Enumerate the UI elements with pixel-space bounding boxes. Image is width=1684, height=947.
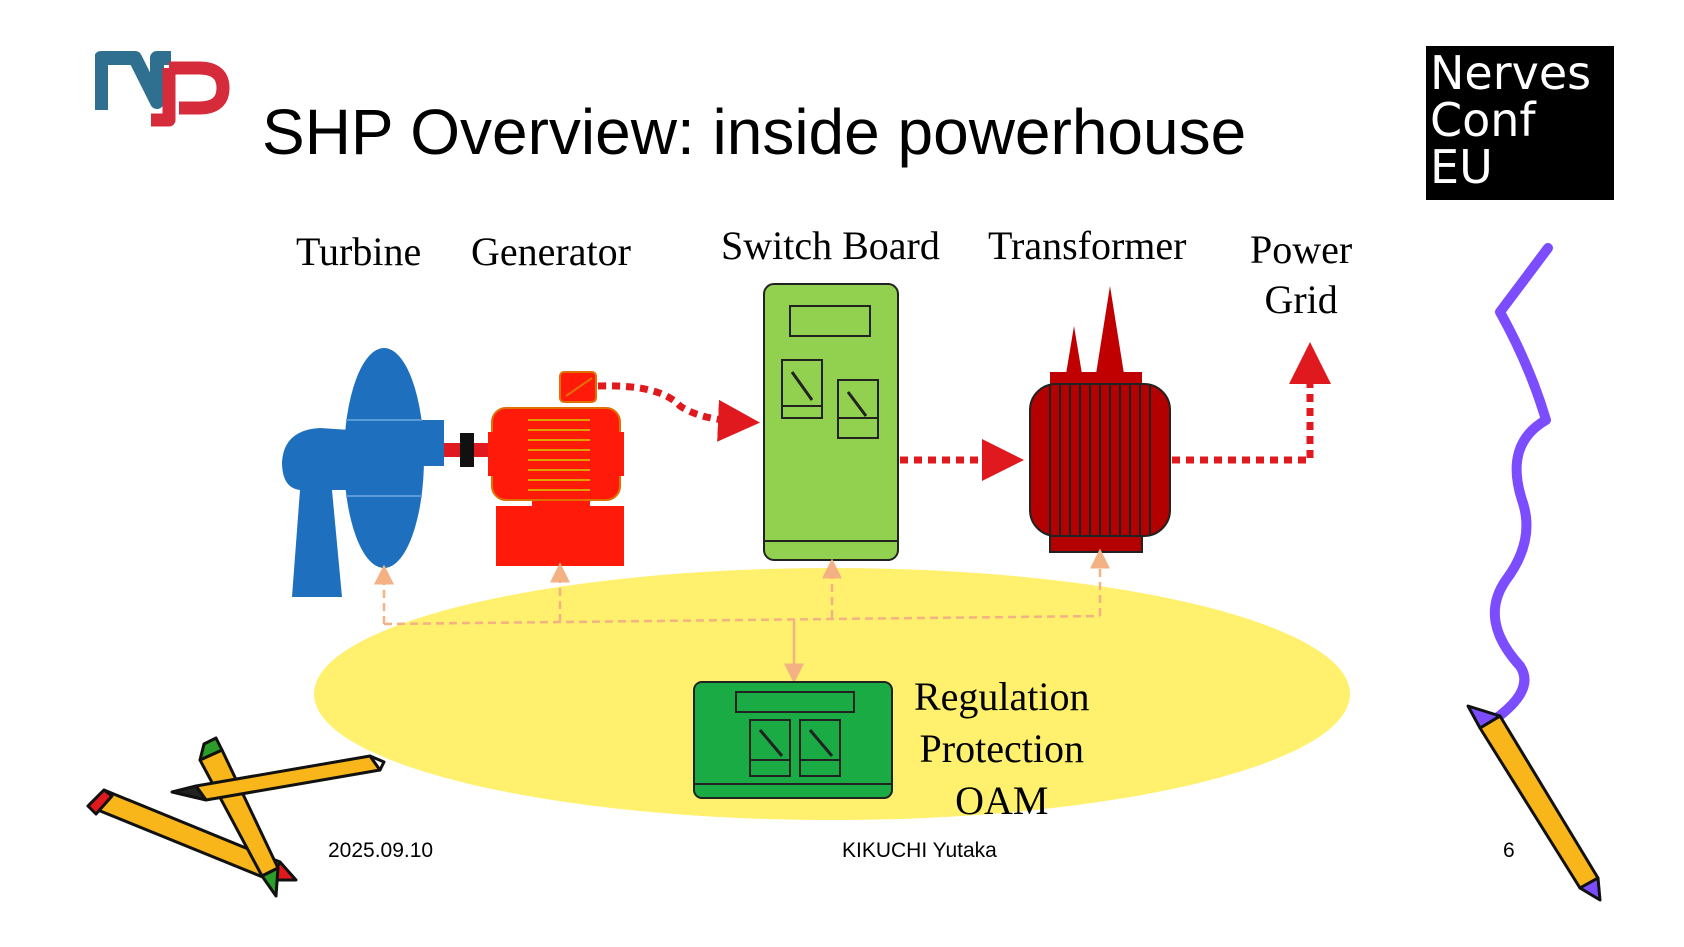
nervesconf-logo-line-1: Nerves: [1430, 46, 1592, 100]
control-line-protection: Protection: [919, 726, 1084, 771]
pencils-icon: [86, 736, 386, 898]
transformer-to-grid-arrow: [1172, 342, 1331, 464]
power-flow-arrows: [597, 342, 1331, 481]
footer-author: KIKUCHI Yutaka: [842, 839, 997, 862]
power-grid-label-line-1: Power: [1250, 227, 1353, 272]
nervesconf-logo-line-3: EU: [1430, 140, 1493, 194]
np-logo-n: [95, 51, 171, 110]
footer-page-number: 6: [1503, 839, 1515, 862]
transformer-label: Transformer: [988, 223, 1187, 268]
nervesconf-logo: Nerves Conf EU: [1426, 46, 1614, 200]
generator-label: Generator: [471, 229, 631, 274]
pencil-right-icon: [1466, 704, 1602, 902]
lightning-icon: [1489, 243, 1553, 725]
control-signal-lines: [374, 548, 1110, 626]
transformer-icon: [1029, 286, 1171, 553]
nervesconf-logo-line-2: Conf: [1430, 93, 1536, 147]
switch-board-label: Switch Board: [721, 223, 940, 268]
control-line-oam: OAM: [955, 778, 1049, 823]
slide-title: SHP Overview: inside powerhouse: [262, 96, 1247, 168]
control-functions-label: Regulation Protection OAM: [914, 671, 1090, 827]
power-grid-label: Power Grid: [1250, 225, 1352, 325]
switch-board-icon: [763, 283, 899, 561]
control-line-regulation: Regulation: [914, 674, 1090, 719]
generator-icon: [488, 371, 624, 566]
turbine-label: Turbine: [296, 229, 422, 274]
power-grid-label-line-2: Grid: [1264, 277, 1338, 322]
footer-date: 2025.09.10: [328, 839, 434, 862]
np-logo-p: [151, 61, 230, 127]
turbine-icon: [282, 348, 498, 597]
generator-to-switchboard-arrow: [597, 382, 760, 442]
np-logo: [95, 51, 230, 127]
control-panel-icon: [693, 681, 893, 799]
